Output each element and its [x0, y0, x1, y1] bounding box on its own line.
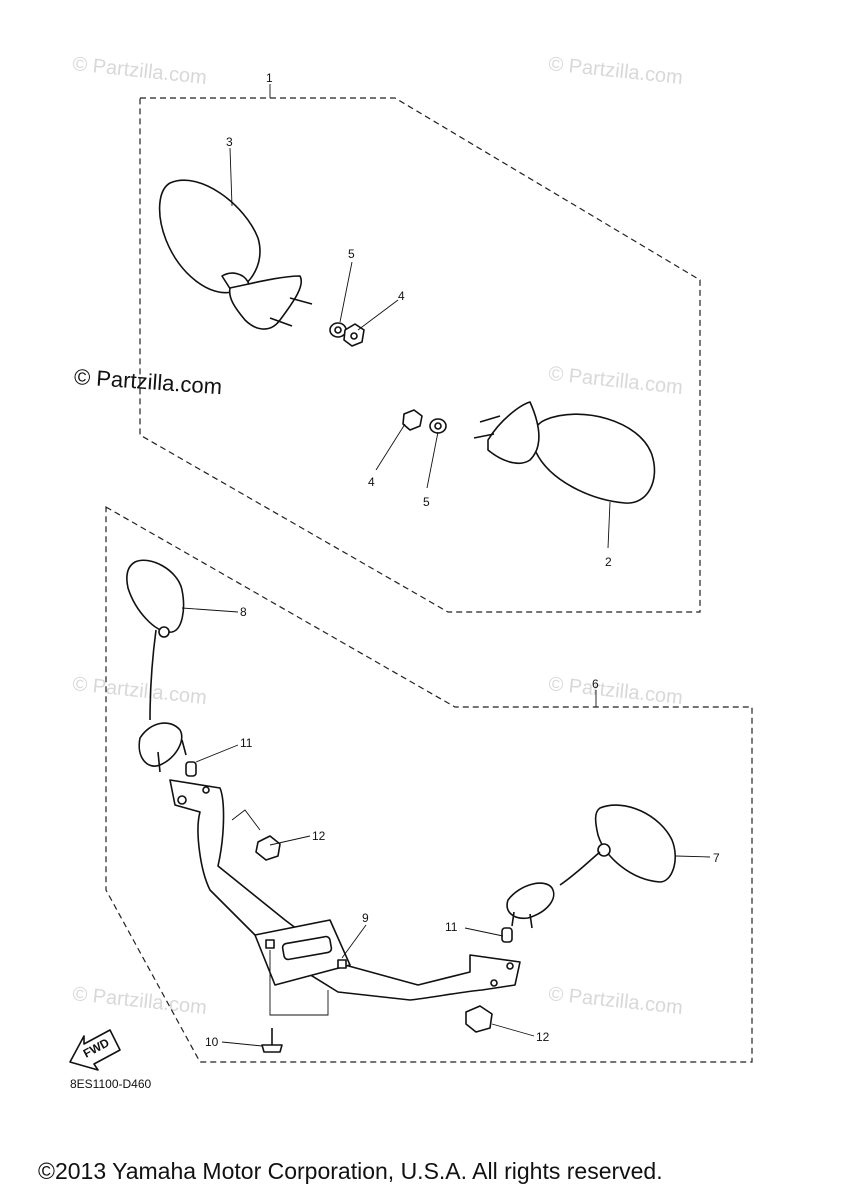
bolt [261, 1028, 283, 1053]
collar [501, 927, 513, 943]
callout-1: 1 [266, 71, 273, 85]
copyright-notice: ©2013 Yamaha Motor Corporation, U.S.A. A… [38, 1158, 663, 1184]
callout-10: 10 [205, 1035, 219, 1049]
callout-9: 9 [362, 911, 369, 925]
callout-5: 5 [348, 247, 355, 261]
watermark: © Partzilla.com [547, 363, 683, 399]
callout-5: 5 [423, 495, 430, 509]
callout-7: 7 [713, 851, 720, 865]
watermark: © Partzilla.com [547, 53, 683, 89]
callout-2: 2 [605, 555, 612, 569]
mirror-left-lower [126, 559, 187, 773]
fwd-arrow: FWD [69, 1029, 121, 1071]
nut [255, 835, 281, 861]
callout-12: 12 [536, 1030, 550, 1044]
mirror-right-upper [473, 401, 656, 504]
washer [329, 322, 347, 338]
bracket-plate [254, 919, 351, 986]
callout-11: 11 [445, 920, 458, 934]
callout-3: 3 [226, 135, 233, 149]
assembly-boundary-upper [139, 97, 701, 613]
watermark: © Partzilla.com [547, 983, 683, 1019]
watermark: © Partzilla.com [71, 673, 207, 709]
mirror-stay [169, 779, 521, 1001]
watermark: © Partzilla.com [71, 983, 207, 1019]
callout-6: 6 [592, 677, 599, 691]
washer [429, 418, 447, 434]
callout-11: 11 [240, 736, 253, 750]
callout-4: 4 [368, 475, 375, 489]
mirror-left-upper [158, 179, 313, 330]
callout-8: 8 [240, 605, 247, 619]
watermark: © Partzilla.com [547, 673, 683, 709]
callout-12: 12 [312, 829, 326, 843]
nut [465, 1005, 493, 1033]
mirror-right-lower [506, 804, 676, 929]
watermark: © Partzilla.com [71, 53, 207, 89]
callout-4: 4 [398, 289, 405, 303]
nut [402, 409, 423, 431]
callout-labels: 1 2 3 4 4 5 5 6 7 8 9 10 11 11 12 12 [205, 71, 720, 1049]
diagram-code: 8ES1100-D460 [70, 1077, 152, 1091]
leader-lines [181, 147, 711, 1047]
collar [185, 761, 197, 777]
assembly-boundary-lower [105, 505, 753, 1063]
